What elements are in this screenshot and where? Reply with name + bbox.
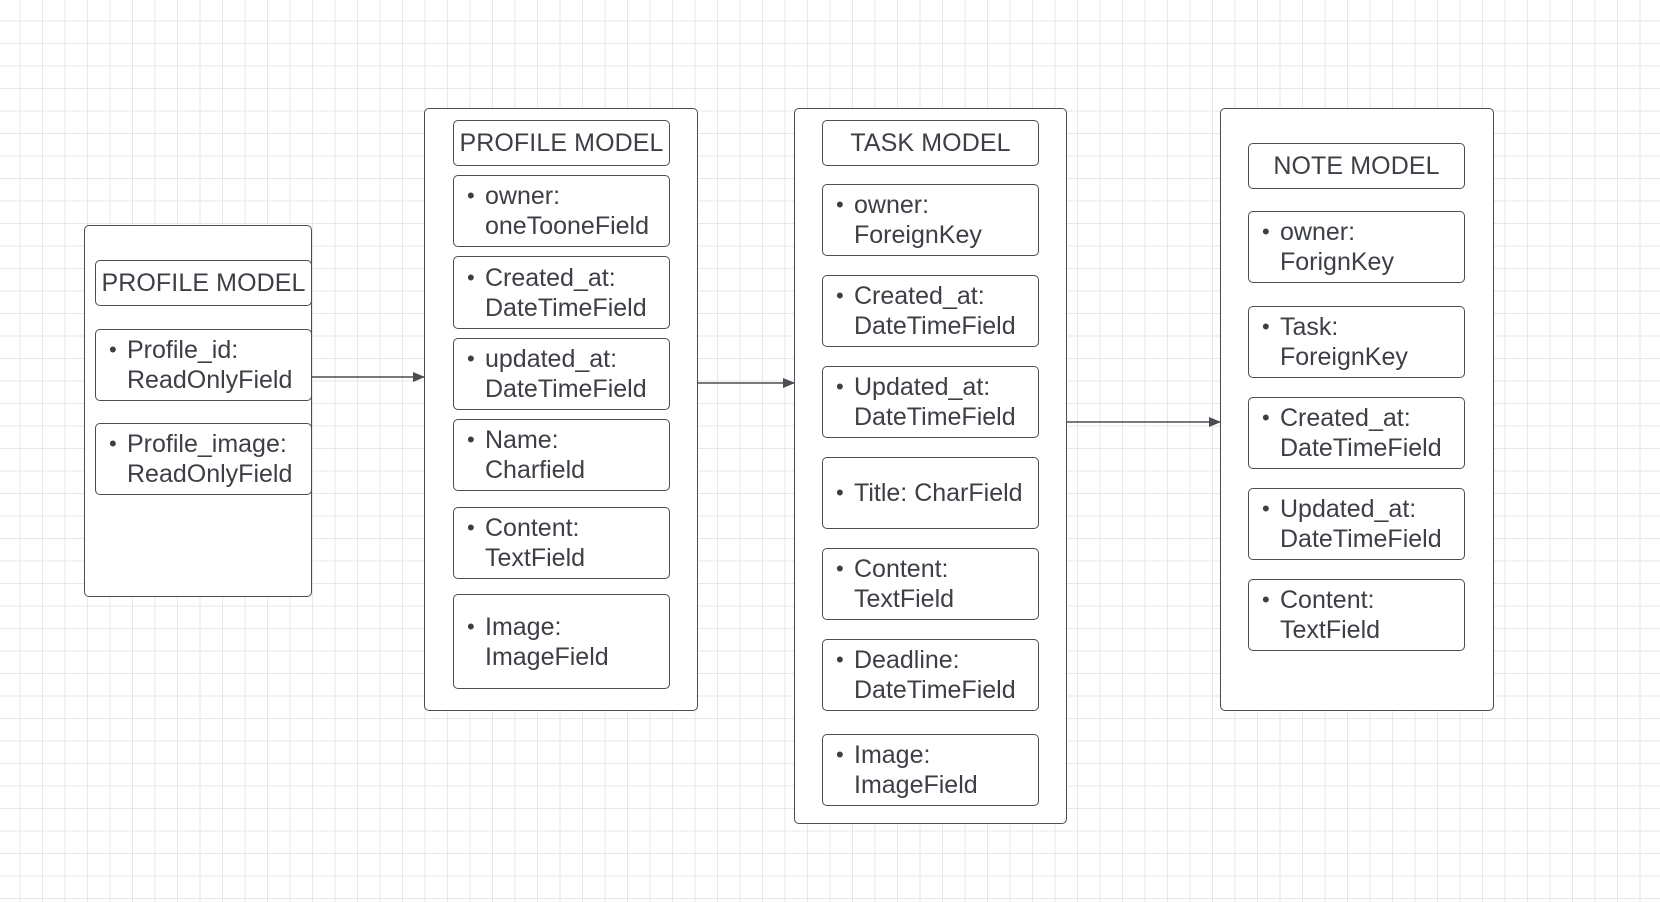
bullet: •	[836, 742, 844, 767]
bullet: •	[1262, 219, 1270, 244]
field-text: Name: Charfield	[485, 426, 586, 484]
field-item: • Content: TextField	[822, 548, 1039, 620]
bullet: •	[1262, 314, 1270, 339]
bullet: •	[467, 264, 475, 290]
bullet: •	[1262, 405, 1270, 430]
field-text: Created_at: DateTimeField	[485, 263, 647, 322]
field-text: Profile_image: ReadOnlyField	[127, 430, 293, 488]
field-item: • Name: Charfield	[453, 419, 670, 491]
field-item: • Profile_id: ReadOnlyField	[95, 329, 312, 401]
field-text: updated_at: DateTimeField	[485, 345, 647, 403]
field-item: • owner: oneTooneField	[453, 175, 670, 247]
bullet: •	[467, 515, 475, 540]
field-item: • Image: ImageField	[453, 594, 670, 689]
field-text: Content: TextField	[854, 555, 955, 613]
bullet: •	[836, 647, 844, 672]
field-item: • Created_at: DateTimeField	[822, 275, 1039, 347]
bullet: •	[467, 427, 475, 452]
field-item: • owner: ForeignKey	[822, 184, 1039, 256]
field-item: • Created_at: DateTimeField	[453, 256, 670, 329]
bullet: •	[467, 346, 475, 371]
field-text: Updated_at: DateTimeField	[1280, 495, 1442, 553]
bullet: •	[836, 556, 844, 581]
bullet: •	[836, 283, 844, 308]
model-title: NOTE MODEL	[1248, 143, 1465, 189]
field-item: • owner: ForignKey	[1248, 211, 1465, 283]
bullet: •	[109, 337, 117, 362]
field-text: Image: ImageField	[485, 612, 609, 671]
field-text: Task: ForeignKey	[1280, 313, 1408, 371]
field-item: • Profile_image: ReadOnlyField	[95, 423, 312, 495]
field-item: • updated_at: DateTimeField	[453, 338, 670, 410]
field-item: • Updated_at: DateTimeField	[1248, 488, 1465, 560]
bullet: •	[1262, 496, 1270, 521]
field-text: Deadline: DateTimeField	[854, 646, 1016, 704]
bullet: •	[109, 431, 117, 456]
bullet: •	[467, 183, 475, 208]
field-item: • Updated_at: DateTimeField	[822, 366, 1039, 438]
bullet: •	[836, 374, 844, 399]
field-text: owner: ForeignKey	[854, 191, 982, 249]
field-text: Image: ImageField	[854, 741, 978, 799]
bullet: •	[836, 480, 844, 505]
field-text: Profile_id: ReadOnlyField	[127, 336, 293, 394]
field-text: owner: oneTooneField	[485, 182, 650, 240]
field-text: Content: TextField	[485, 514, 586, 572]
field-text: Created_at: DateTimeField	[1280, 404, 1442, 462]
bullet: •	[836, 192, 844, 217]
bullet: •	[1262, 587, 1270, 612]
field-item: • Created_at: DateTimeField	[1248, 397, 1465, 469]
field-item: • Deadline: DateTimeField	[822, 639, 1039, 711]
model-title: PROFILE MODEL	[453, 120, 670, 166]
field-item: • Content: TextField	[1248, 579, 1465, 651]
field-text: Created_at: DateTimeField	[854, 282, 1016, 340]
bullet: •	[467, 613, 475, 639]
field-item: • Task: ForeignKey	[1248, 306, 1465, 378]
field-item: • Content: TextField	[453, 507, 670, 579]
field-text: Content: TextField	[1280, 586, 1381, 644]
field-text: Title: CharField	[854, 479, 1023, 507]
field-item: • Image: ImageField	[822, 734, 1039, 806]
field-item: • Title: CharField	[822, 457, 1039, 529]
field-text: owner: ForignKey	[1280, 218, 1394, 276]
model-title: TASK MODEL	[822, 120, 1039, 166]
model-title: PROFILE MODEL	[95, 260, 312, 306]
field-text: Updated_at: DateTimeField	[854, 373, 1016, 431]
